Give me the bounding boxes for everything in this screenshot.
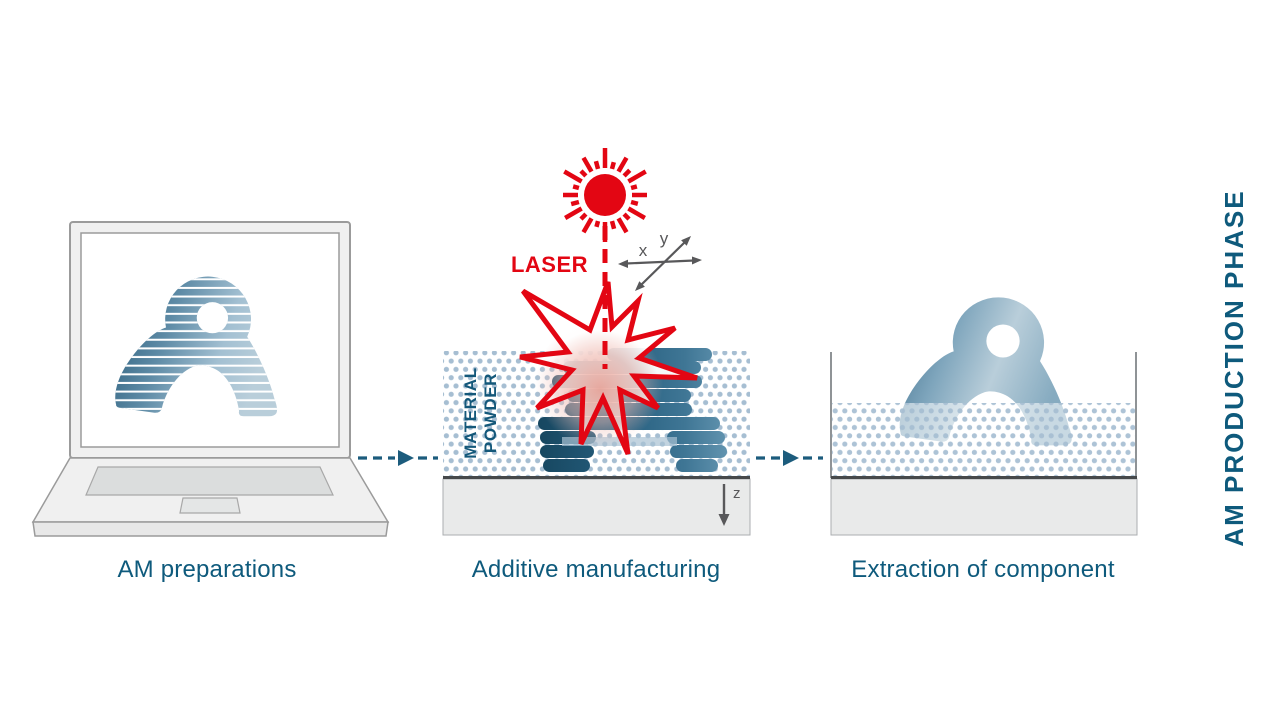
stage-label-manufacturing: Additive manufacturing (471, 556, 721, 583)
stage-label-preparation: AM preparations (117, 556, 297, 583)
spark-burst-icon (519, 281, 698, 456)
laptop-touchpad (179, 497, 241, 514)
stage-label-extraction: Extraction of component (851, 556, 1115, 583)
laptop-keyboard (85, 466, 334, 496)
extraction-platform (830, 476, 1138, 536)
laptop-illustration (31, 221, 390, 537)
arrowhead-icon (398, 450, 414, 466)
material-powder-label: MATERIAL POWDER (461, 351, 503, 475)
additive-manufacturing-panel: z x y (442, 148, 751, 536)
extraction-panel (830, 297, 1138, 536)
z-axis-arrow: z (718, 484, 741, 526)
arrowhead-icon (783, 450, 799, 466)
material-powder-line1: MATERIAL (461, 367, 480, 459)
laptop-base-lip (32, 521, 389, 537)
y-axis-label: y (660, 229, 669, 248)
x-axis-label: x (639, 241, 648, 260)
xy-axes-indicator: x y (618, 229, 702, 291)
laser-source-icon (563, 148, 647, 242)
flow-arrow-1 (358, 450, 438, 466)
powder-remainder (832, 403, 1135, 477)
z-axis-label: z (733, 485, 741, 502)
flow-arrow-2 (756, 450, 823, 466)
laser-label: LASER (510, 252, 588, 277)
build-platform (442, 476, 751, 536)
diagram-title: AM PRODUCTION PHASE (1219, 189, 1249, 547)
material-powder-line2: POWDER (481, 372, 500, 454)
